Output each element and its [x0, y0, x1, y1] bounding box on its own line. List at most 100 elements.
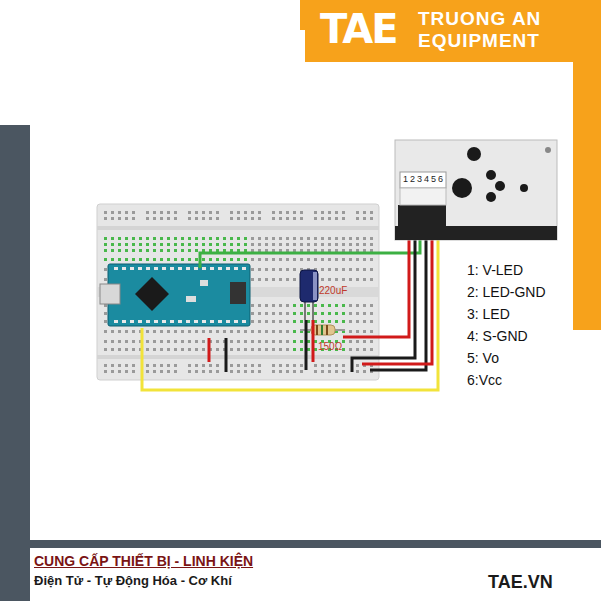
breadboard-hole [363, 278, 366, 281]
breadboard-hole [342, 348, 345, 351]
breadboard-hole [132, 217, 135, 220]
nano-pin [186, 267, 190, 270]
breadboard-hole [349, 258, 352, 261]
red-jumper [208, 338, 211, 362]
breadboard-hole [188, 211, 191, 214]
sensor-hole [520, 184, 528, 192]
breadboard-hole [104, 249, 107, 252]
sensor-hole [467, 147, 481, 161]
breadboard-hole [216, 364, 219, 367]
breadboard-hole [286, 340, 289, 343]
nano-pin [170, 320, 174, 323]
company-name: TRUONG AN EQUIPMENT [418, 8, 578, 52]
breadboard-hole [111, 211, 114, 214]
breadboard-hole [174, 330, 177, 333]
breadboard-hole [279, 237, 282, 240]
breadboard-hole [181, 237, 184, 240]
breadboard-hole [146, 330, 149, 333]
pin-legend: 5: Vo [467, 350, 499, 366]
nano-pin [226, 267, 230, 270]
breadboard-hole [195, 330, 198, 333]
nano-pins [114, 267, 246, 323]
breadboard-hole [111, 330, 114, 333]
breadboard-hole [321, 364, 324, 367]
breadboard-hole [132, 211, 135, 214]
breadboard-hole [125, 243, 128, 246]
breadboard-hole [188, 249, 191, 252]
breadboard-hole [104, 312, 107, 315]
breadboard-hole [195, 348, 198, 351]
breadboard-hole [328, 243, 331, 246]
breadboard-hole [258, 217, 261, 220]
breadboard-hole [328, 320, 331, 323]
breadboard-hole [216, 348, 219, 351]
breadboard-hole [153, 364, 156, 367]
breadboard-hole [188, 370, 191, 373]
breadboard-hole [118, 364, 121, 367]
logo-mark: TAE [320, 6, 396, 52]
breadboard-hole [251, 330, 254, 333]
breadboard-hole [363, 243, 366, 246]
nano-pin [178, 267, 182, 270]
breadboard-hole [328, 304, 331, 307]
breadboard-hole [230, 217, 233, 220]
breadboard-hole [251, 278, 254, 281]
breadboard-hole [195, 370, 198, 373]
breadboard-hole [272, 320, 275, 323]
breadboard-hole [202, 370, 205, 373]
breadboard-hole [202, 340, 205, 343]
breadboard-hole [363, 370, 366, 373]
breadboard-hole [181, 348, 184, 351]
breadboard-hole [251, 258, 254, 261]
slate-band [0, 125, 601, 601]
breadboard-hole [174, 258, 177, 261]
breadboard-hole [328, 364, 331, 367]
breadboard-hole [104, 340, 107, 343]
breadboard-hole [321, 258, 324, 261]
breadboard-hole [146, 364, 149, 367]
breadboard-hole [328, 217, 331, 220]
breadboard-hole [300, 312, 303, 315]
breadboard-hole [342, 320, 345, 323]
breadboard-hole [118, 340, 121, 343]
breadboard-hole [118, 258, 121, 261]
breadboard-hole [251, 364, 254, 367]
breadboard-hole [244, 364, 247, 367]
breadboard-hole [125, 249, 128, 252]
pin-connector-body [400, 188, 446, 205]
breadboard-hole [363, 304, 366, 307]
breadboard-hole [279, 348, 282, 351]
breadboard-hole [300, 237, 303, 240]
breadboard-hole [104, 330, 107, 333]
breadboard-hole [209, 330, 212, 333]
breadboard-hole [335, 243, 338, 246]
breadboard-hole [314, 312, 317, 315]
breadboard-hole [286, 312, 289, 315]
breadboard-hole [251, 243, 254, 246]
rail-divider [97, 355, 379, 359]
breadboard-hole [195, 364, 198, 367]
breadboard-hole [349, 330, 352, 333]
nano-pin [130, 320, 134, 323]
breadboard-hole [237, 370, 240, 373]
breadboard-hole [139, 249, 142, 252]
breadboard-hole [125, 237, 128, 240]
breadboard-hole [118, 211, 121, 214]
breadboard-hole [293, 312, 296, 315]
breadboard-hole [118, 217, 121, 220]
breadboard-hole [265, 340, 268, 343]
nano-pin [210, 267, 214, 270]
breadboard-hole [307, 237, 310, 240]
breadboard-hole [349, 320, 352, 323]
breadboard-hole [349, 243, 352, 246]
breadboard-hole [118, 370, 121, 373]
nano-pin [210, 320, 214, 323]
breadboard-hole [342, 364, 345, 367]
breadboard-hole [300, 340, 303, 343]
breadboard-hole [307, 258, 310, 261]
footer-slogan: CUNG CẤP THIẾT BỊ - LINH KIỆN [34, 553, 253, 569]
breadboard-hole [251, 370, 254, 373]
breadboard-hole [272, 268, 275, 271]
breadboard-hole [363, 217, 366, 220]
